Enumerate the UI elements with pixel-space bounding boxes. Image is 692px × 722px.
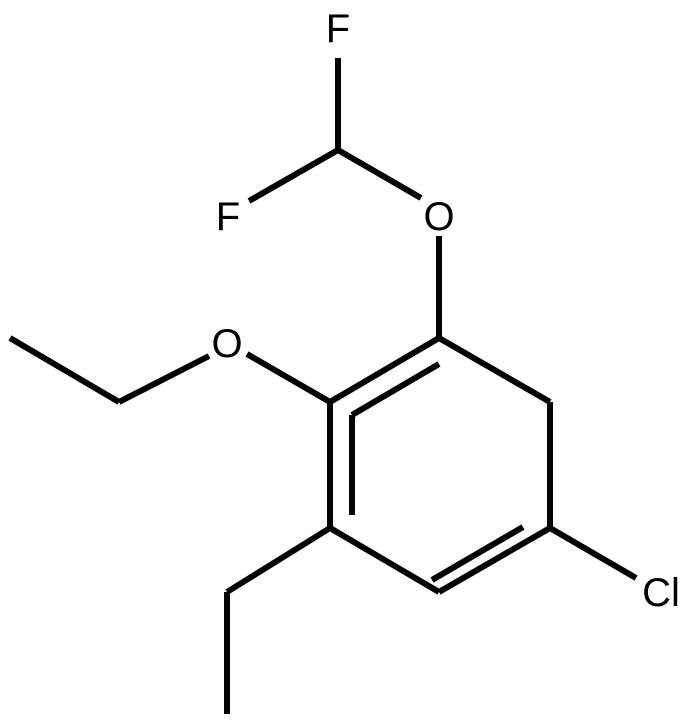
bond-ch2-ch3 — [8, 335, 121, 405]
bond-c3-cl — [548, 525, 638, 581]
bond-c3-c4 — [437, 525, 552, 595]
atom-label-cl: Cl — [642, 571, 680, 615]
bond-c1-c2 — [437, 335, 552, 405]
bond-c5-ch2 — [225, 525, 332, 595]
atom-label-f-top: F — [326, 7, 350, 51]
bond-o-ch2 — [117, 353, 211, 405]
bond-c4-c5 — [328, 525, 441, 595]
bond-c3-c4-inner — [430, 524, 525, 583]
bond-c6-o — [245, 351, 332, 405]
atom-label-o-ethoxy: O — [211, 322, 242, 366]
bond-o-cf2 — [336, 147, 423, 201]
bond-cf2-f-left — [247, 147, 340, 204]
atom-label-o-difluoromethoxy: O — [423, 195, 454, 239]
bond-c6-c1 — [328, 335, 441, 405]
bond-c6-c1-inner — [350, 361, 441, 418]
atom-label-f-left: F — [216, 195, 240, 239]
